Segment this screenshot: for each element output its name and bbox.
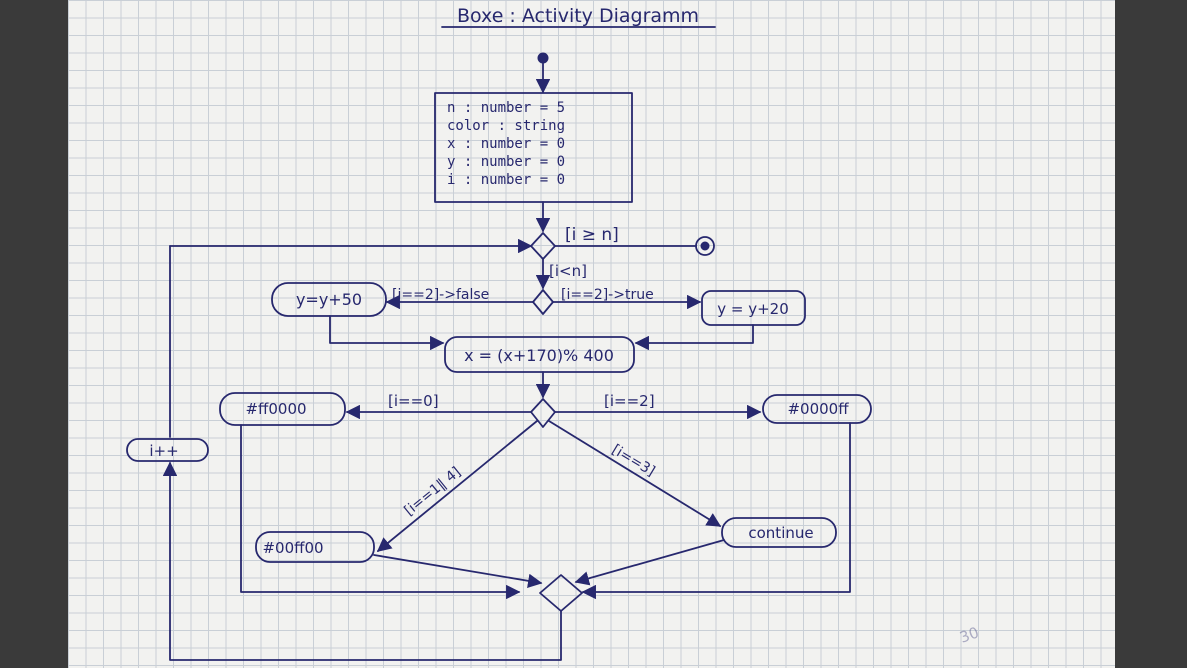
page-note: 30 — [957, 623, 981, 646]
action-green-box — [255, 531, 375, 563]
guard-i2-false: [i==2]->false — [392, 287, 489, 303]
init-box — [434, 92, 633, 203]
i3-arrow — [548, 420, 722, 527]
y20-to-x-arrow — [634, 324, 754, 351]
graph-paper — [68, 0, 1115, 668]
y50-to-x-arrow — [329, 315, 445, 351]
color-decision-diamond — [530, 398, 556, 428]
i14-arrow — [376, 420, 538, 552]
guard-i-eq-0: [i==0] — [388, 392, 439, 410]
action-continue: continue — [748, 524, 813, 542]
action-red-box — [219, 392, 346, 426]
green-to-merge-arrow — [373, 554, 543, 588]
action-x-update-box — [444, 336, 635, 373]
action-x-update: x = (x+170)% 400 — [464, 346, 614, 365]
action-y-plus-50: y=y+50 — [296, 290, 362, 309]
blue-to-merge-arrow — [581, 422, 851, 600]
init-box-text: n : number = 5 color : string x : number… — [447, 100, 573, 188]
guard-i-eq-1-4: [i==1‖ 4] — [401, 464, 464, 519]
right-background — [1115, 0, 1187, 668]
action-i-inc: i++ — [149, 442, 178, 460]
guard-i-ge-n: [i ≥ n] — [565, 225, 619, 245]
action-blue-box — [762, 394, 872, 424]
red-to-merge-arrow — [240, 424, 521, 600]
init-line-color: color : string — [447, 118, 565, 134]
init-line-x: x : number = 0 — [447, 136, 565, 152]
action-y-plus-20: y = y+20 — [717, 300, 789, 318]
action-inc-box — [126, 438, 209, 462]
left-background — [0, 0, 68, 668]
action-color-blue: #0000ff — [787, 400, 849, 418]
action-y-plus-50-box — [271, 282, 387, 317]
init-line-y: y : number = 0 — [447, 154, 565, 170]
i2-decision-diamond — [532, 289, 554, 315]
action-color-red: #ff0000 — [245, 400, 306, 418]
continue-to-merge-arrow — [574, 539, 725, 586]
start-node — [537, 52, 549, 64]
guard-i-eq-2: [i==2] — [604, 392, 655, 410]
guard-i-lt-n: [i<n] — [549, 262, 587, 280]
loop-decision-diamond — [530, 232, 556, 260]
init-line-i: i : number = 0 — [447, 172, 565, 188]
guard-i-eq-3: [i==3] — [609, 442, 658, 480]
guard-i2-true: [i==2]->true — [561, 287, 654, 303]
end-node-ring — [695, 236, 715, 256]
action-color-green: #00ff00 — [262, 539, 323, 557]
init-line-n: n : number = 5 — [447, 100, 565, 116]
diagram-title: Boxe : Activity Diagramm — [457, 5, 699, 27]
merge-diamond — [539, 574, 583, 612]
merge-to-inc-arrow — [162, 461, 562, 661]
action-continue-box — [721, 517, 837, 548]
end-node — [700, 241, 710, 251]
